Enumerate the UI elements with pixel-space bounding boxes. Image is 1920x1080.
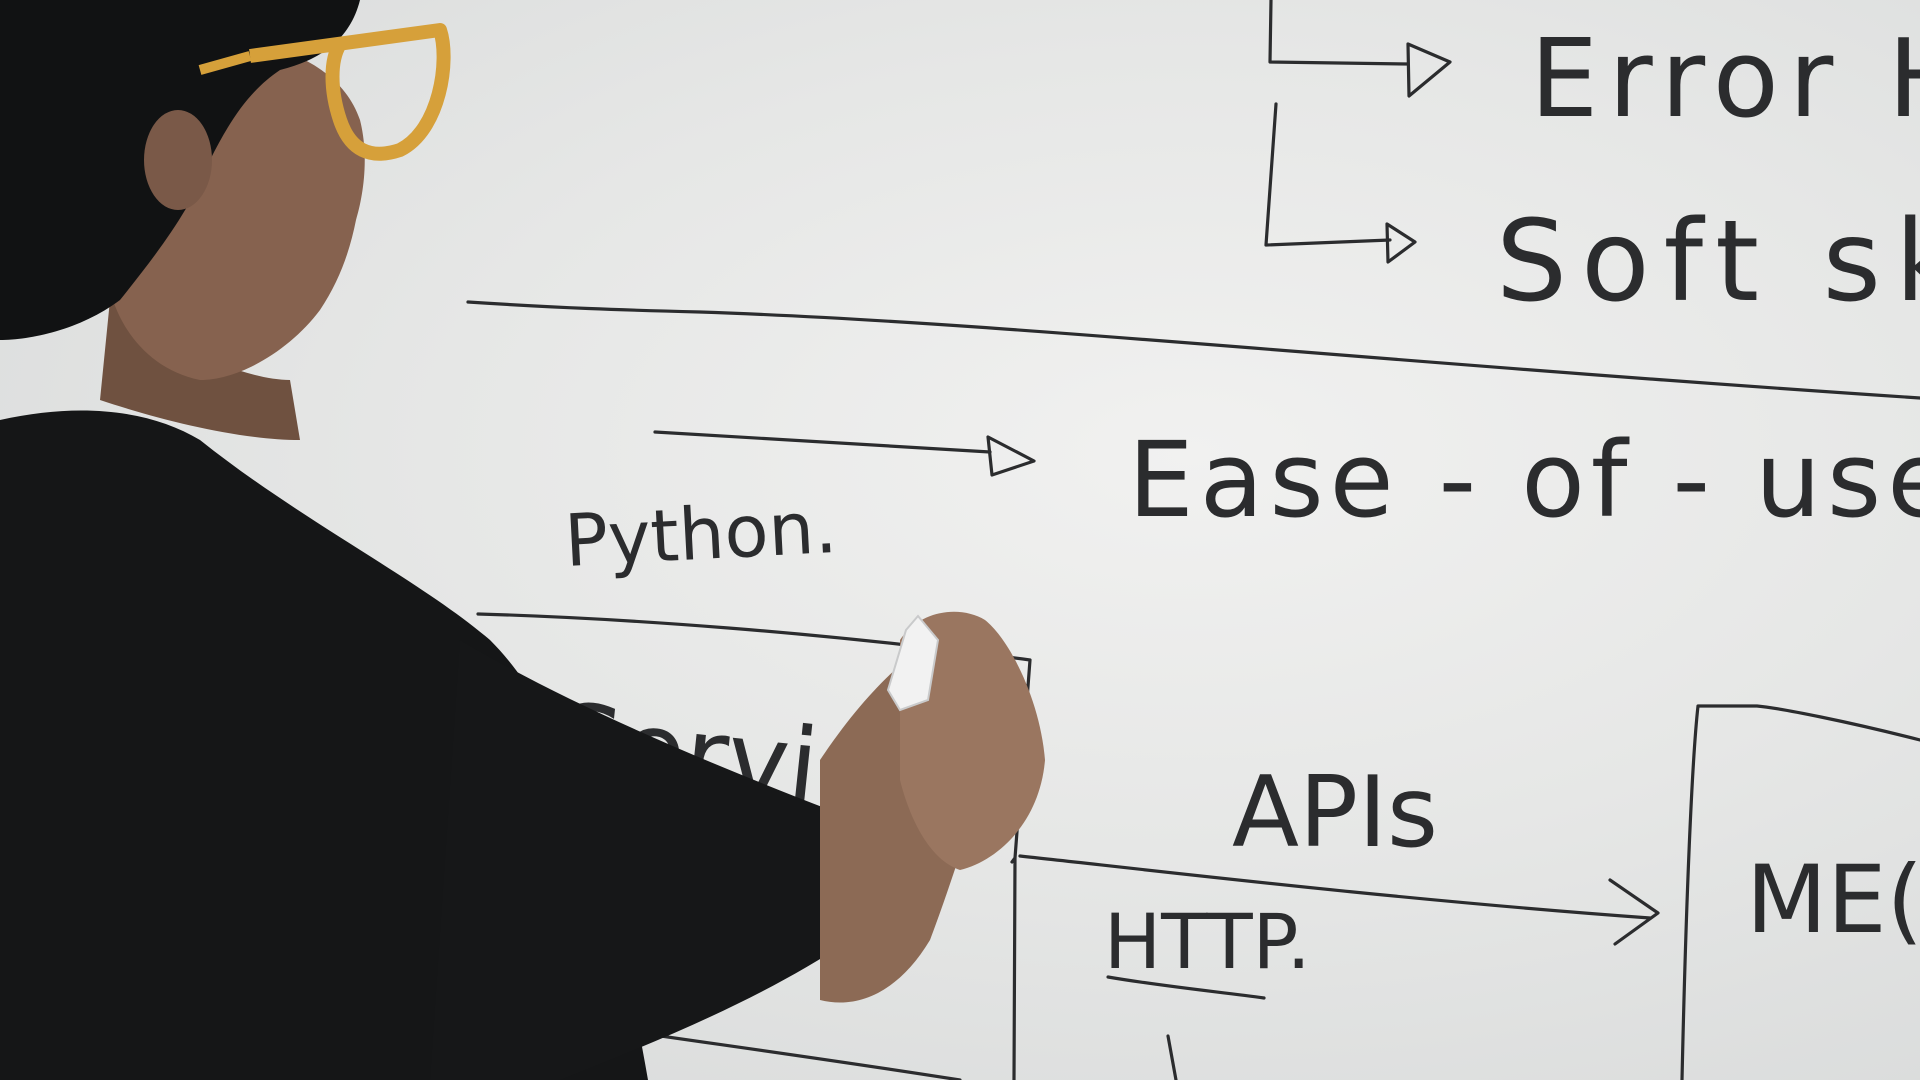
- presenter-hand: [900, 611, 1045, 870]
- presenter-arm: [430, 640, 850, 1080]
- note-ease-of-use: Ease - of - use.: [1128, 419, 1920, 541]
- separator-line: [466, 300, 1920, 400]
- glasses-icon: [249, 23, 451, 161]
- note-apis: APIs: [1232, 756, 1438, 870]
- arrowhead-error: [1406, 42, 1452, 98]
- presenter: [0, 0, 1045, 1080]
- bracket-arrow-soft: [1264, 102, 1392, 247]
- api-arrow: [1018, 854, 1652, 920]
- bracket-arrow-error: [1268, 0, 1410, 66]
- right-box: [1680, 704, 1920, 1080]
- note-http: HTTP.: [1104, 897, 1311, 986]
- note-error-handling: Error Ha: [1530, 17, 1920, 142]
- http-underline: [1106, 975, 1266, 1000]
- note-soft-skills: Soft skil: [1496, 197, 1920, 327]
- arrowhead-ease-of-use: [986, 435, 1036, 477]
- presenter-ear: [144, 110, 212, 210]
- marker-pen-icon: [886, 614, 940, 712]
- arrowhead-soft: [1385, 222, 1417, 264]
- http-tick: [1166, 1034, 1178, 1080]
- service-box-bottom: [618, 1028, 962, 1080]
- glasses-arm: [198, 51, 252, 75]
- api-arrowhead: [1608, 878, 1660, 946]
- note-right-box-label: ME(: [1746, 846, 1920, 955]
- note-python: Python.: [562, 485, 838, 583]
- arrow-to-ease-of-use: [653, 430, 992, 454]
